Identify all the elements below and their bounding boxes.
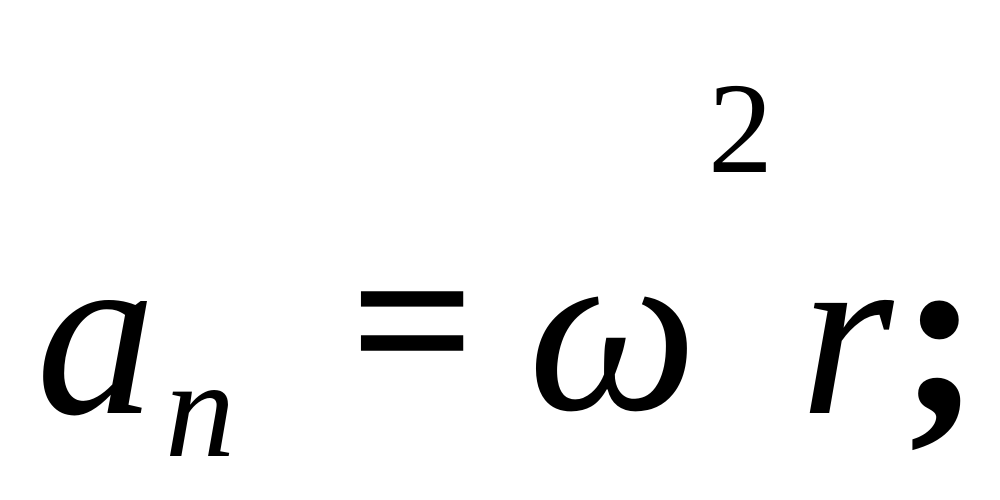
symbol-r: r bbox=[800, 199, 894, 465]
equals-sign: = bbox=[350, 198, 476, 442]
symbol-a: a bbox=[36, 199, 156, 465]
semicolon: ; bbox=[900, 199, 980, 465]
exponent-2: 2 bbox=[708, 57, 773, 201]
symbol-omega: ω bbox=[528, 195, 698, 461]
subscript-n: n bbox=[165, 332, 235, 487]
